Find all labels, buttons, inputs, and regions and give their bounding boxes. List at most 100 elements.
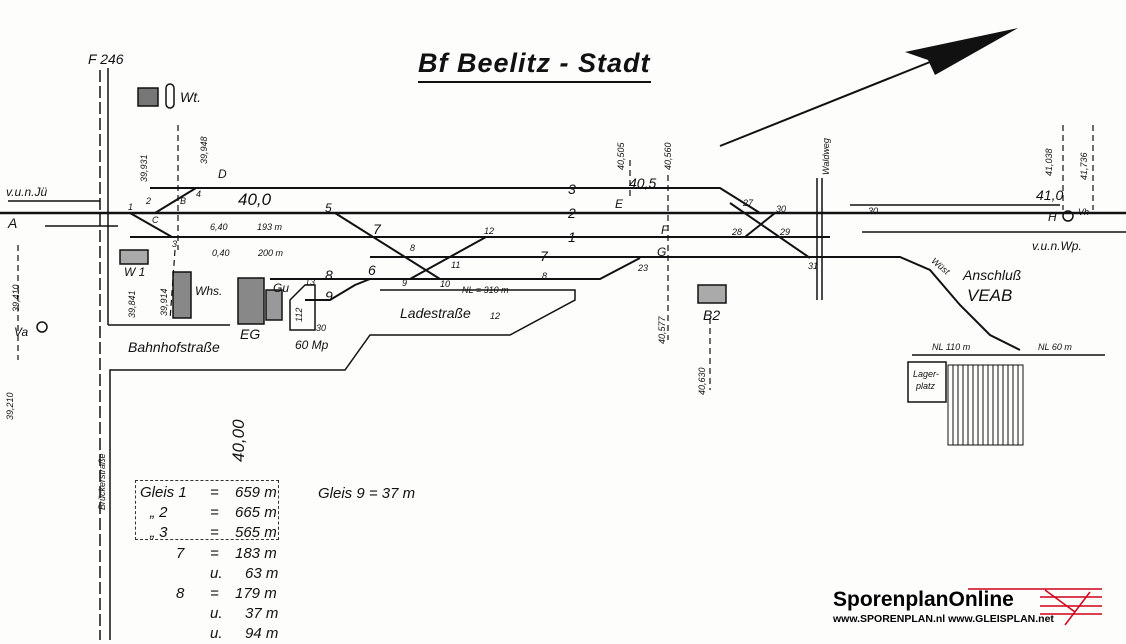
track-9-label: 9	[325, 288, 333, 304]
switch-30: 30	[776, 204, 787, 214]
separator: =	[210, 484, 219, 501]
label-gu: Gu	[273, 281, 290, 295]
switch-23: 23	[638, 263, 649, 273]
switch-5	[334, 212, 441, 280]
length-b: 193 m	[257, 222, 283, 232]
km-40-5: 40,5	[629, 175, 657, 191]
logo-rails-icon	[968, 588, 1102, 626]
switch-12-label: 12	[484, 226, 495, 236]
switch-11: 11	[451, 260, 461, 270]
label-lagerplatz-2: platz	[916, 381, 936, 391]
signal-va-icon	[36, 321, 48, 333]
veab-hatched-area	[947, 364, 1024, 446]
label-w1: W 1	[124, 265, 146, 279]
track-name	[176, 605, 210, 622]
switch-27: 27	[743, 198, 754, 208]
length-a: 6,40	[210, 222, 228, 232]
km-39841: 39,841	[127, 290, 137, 318]
label-nl60: NL 60 m	[1038, 342, 1072, 352]
label-wt: Wt.	[180, 89, 201, 105]
km-40-0-mark: 40,0	[238, 190, 272, 209]
track-3-label: 3	[568, 181, 576, 197]
switch-1-3	[129, 212, 173, 238]
label-lagerplatz-1: Lager-	[913, 369, 939, 379]
table-row: u. 94 m	[176, 625, 278, 642]
km-39914: 39,914	[159, 288, 169, 316]
switch-8: 8	[410, 243, 416, 253]
km-39948: 39,948	[199, 136, 209, 164]
label-vun-ju: v.u.n.Jü	[6, 185, 48, 199]
track-name: Gleis 1	[140, 484, 187, 501]
label-60mp: 60 Mp	[295, 338, 329, 352]
track-8	[270, 257, 641, 280]
separator: u.	[210, 565, 223, 582]
north-arrow-icon	[719, 28, 1018, 147]
switch-4: 4	[196, 189, 202, 199]
km-markers	[17, 125, 1094, 390]
building-wt	[137, 87, 159, 107]
track-length-box	[135, 480, 279, 540]
gleis9-length: Gleis 9 = 37 m	[318, 485, 416, 502]
length-d: 200 m	[258, 248, 284, 258]
km-40630: 40,630	[697, 367, 707, 395]
street-ladestrasse: Ladestraße	[400, 305, 471, 321]
switch-31: 31	[808, 261, 819, 271]
switch-2: 2	[146, 196, 152, 206]
lagerplatz-box	[907, 361, 947, 403]
signal-h: H	[1048, 210, 1057, 224]
signal-a: A	[8, 215, 18, 231]
label-eg: EG	[240, 326, 261, 342]
separator: u.	[210, 625, 223, 642]
label-30: 30	[316, 323, 327, 333]
label-nl310: NL = 310 m	[462, 285, 509, 295]
track-name: 8	[176, 585, 185, 602]
km-39410: 39,410	[11, 284, 21, 312]
switch-3: 3	[172, 239, 178, 249]
street-bahnhofstrasse: Bahnhofstraße	[128, 339, 220, 355]
km-40560: 40,560	[663, 142, 673, 170]
ladestrasse-outline	[109, 289, 576, 640]
road-label-f246: F 246	[88, 51, 124, 67]
switch-7: 7	[373, 221, 381, 237]
track-2-label: 2	[568, 205, 576, 221]
separator: =	[210, 545, 219, 562]
building-eg	[237, 277, 265, 325]
km-40505: 40,505	[616, 142, 626, 170]
table-row: „ 3=565 m	[150, 524, 277, 541]
signal-d: D	[218, 167, 227, 181]
separator: =	[210, 524, 219, 541]
track-1-label: 1	[568, 229, 576, 245]
table-row: u.63 m	[176, 565, 278, 582]
track-length: 183 m	[235, 545, 277, 562]
km-41038: 41,038	[1044, 148, 1054, 176]
building-gu	[265, 289, 283, 321]
km-39210: 39,210	[5, 392, 15, 420]
switch-27-29	[729, 202, 811, 259]
track-name: 7	[176, 545, 185, 562]
logo-urls: www.SPORENPLAN.nl www.GLEISPLAN.net	[833, 613, 1054, 625]
switch-28: 28	[732, 227, 743, 237]
track-3	[150, 187, 761, 214]
signal-b: B	[180, 196, 187, 206]
track-name: „ 2	[150, 504, 168, 521]
track-length: 94 m	[245, 625, 279, 642]
track-length: 665 m	[235, 504, 277, 521]
switch-29: 29	[780, 227, 791, 237]
label-vun-wp: v.u.n.Wp.	[1032, 239, 1082, 253]
switch-9: 9	[402, 278, 408, 288]
water-tank-icon	[165, 83, 175, 109]
track-8-left-label: 8	[325, 267, 333, 283]
length-c: 0,40	[212, 248, 230, 258]
loading-ramp	[289, 284, 316, 331]
signal-vh-icon	[1062, 210, 1074, 222]
label-b2: B2	[703, 307, 721, 323]
switch-28-30	[744, 212, 776, 238]
ladestrasse-12: 12	[490, 311, 501, 321]
track-name	[176, 565, 210, 582]
switch-6: 6	[368, 262, 376, 278]
track-7-label: 7	[540, 248, 548, 264]
page-title: Bf Beelitz - Stadt	[418, 48, 651, 83]
signal-g: G	[657, 245, 667, 259]
